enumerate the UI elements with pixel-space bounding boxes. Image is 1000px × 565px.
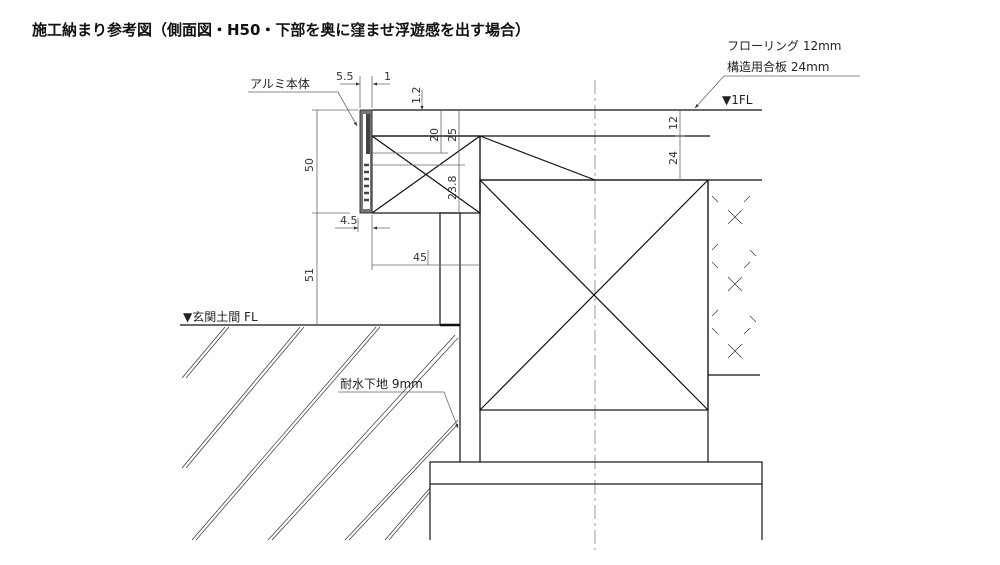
plywood-label: 構造用合板 24mm bbox=[727, 59, 829, 74]
dim-4-5: 4.5 bbox=[340, 214, 358, 227]
leader-lines bbox=[248, 75, 860, 429]
dim-23-8: 23.8 bbox=[446, 176, 459, 201]
floor-1fl-label: ▼1FL bbox=[722, 93, 753, 107]
dim-12: 12 bbox=[667, 116, 680, 130]
flooring-label: フローリング 12mm bbox=[727, 39, 841, 53]
drawing-title: 施工納まり参考図（側面図・H50・下部を奥に窪ませ浮遊感を出す場合） bbox=[32, 21, 530, 39]
joist-left bbox=[371, 135, 481, 214]
concrete-hatch bbox=[181, 326, 459, 541]
aluminum-body bbox=[359, 109, 373, 214]
dim-24: 24 bbox=[667, 151, 680, 165]
insulation-hatch bbox=[708, 195, 760, 376]
dim-1: 1 bbox=[384, 70, 391, 83]
dim-50: 50 bbox=[303, 158, 316, 172]
waterproof-base-label: 耐水下地 9mm bbox=[340, 377, 423, 391]
foundation bbox=[429, 461, 763, 540]
entrance-fl-label: ▼玄関土間 FL bbox=[183, 309, 258, 324]
recessed-board bbox=[439, 212, 461, 326]
dim-1-2: 1.2 bbox=[410, 87, 423, 105]
dim-5-5: 5.5 bbox=[336, 70, 354, 83]
dim-20: 20 bbox=[428, 128, 441, 142]
aluminum-body-label: アルミ本体 bbox=[250, 77, 310, 91]
dim-51: 51 bbox=[303, 268, 316, 282]
beam bbox=[479, 136, 709, 462]
dimension-lines bbox=[312, 76, 685, 325]
dim-25: 25 bbox=[446, 128, 459, 142]
dim-45: 45 bbox=[413, 251, 427, 264]
